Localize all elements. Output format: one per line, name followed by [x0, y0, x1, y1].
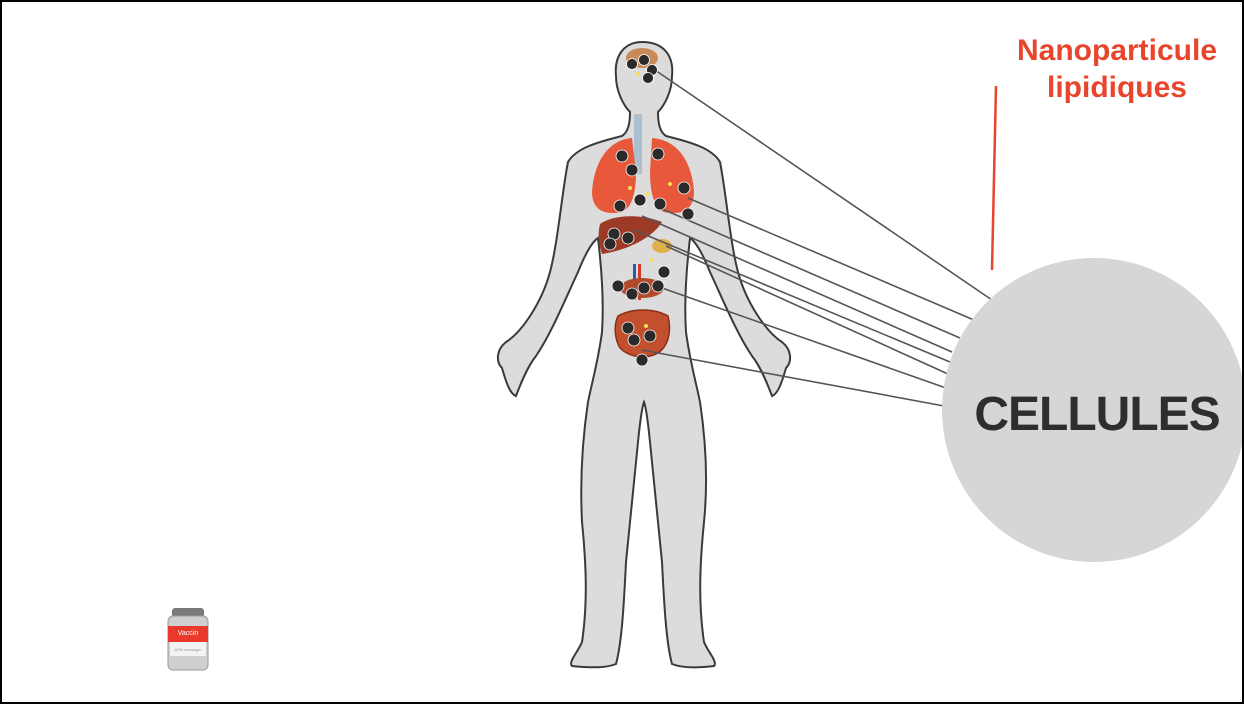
nanoparticle: [682, 208, 694, 220]
nanoparticle: [616, 150, 628, 162]
connector-kidney: [662, 288, 946, 388]
nanoparticle: [636, 354, 648, 366]
nanoparticle: [652, 148, 664, 160]
nanoparticle: [634, 194, 646, 206]
nanoparticle: [627, 59, 638, 70]
nanoparticle: [654, 198, 666, 210]
nanoparticle-label-line-2: lipidiques: [992, 69, 1242, 106]
nanoparticle: [626, 288, 638, 300]
nanoparticle: [644, 330, 656, 342]
nanoparticle-label-line-1: Nanoparticule: [992, 32, 1242, 69]
nanoparticle: [678, 182, 690, 194]
connector-lung-mid: [660, 208, 960, 338]
connector-stomach: [666, 246, 948, 374]
nanoparticle: [626, 164, 638, 176]
vaccine-vial: [168, 608, 208, 670]
nanoparticle: [628, 334, 640, 346]
nanoparticle: [658, 266, 670, 278]
nanoparticle: [643, 73, 654, 84]
nanoparticle-label: Nanoparticule lipidiques: [992, 32, 1242, 106]
cells-label: CELLULES: [947, 387, 1244, 442]
nanoparticle: [639, 55, 650, 66]
nanoparticle: [612, 280, 624, 292]
nanoparticle: [622, 232, 634, 244]
nanoparticle: [638, 282, 650, 294]
nanoparticle: [622, 322, 634, 334]
nanoparticle: [614, 200, 626, 212]
nanoparticle: [604, 238, 616, 250]
nanoparticle: [652, 280, 664, 292]
nanoparticle-pointer-line: [992, 86, 996, 270]
vial-title: Vaccin: [168, 630, 208, 637]
connector-lung-lower: [642, 216, 952, 352]
vial-subtitle: ARN messager: [168, 647, 208, 652]
